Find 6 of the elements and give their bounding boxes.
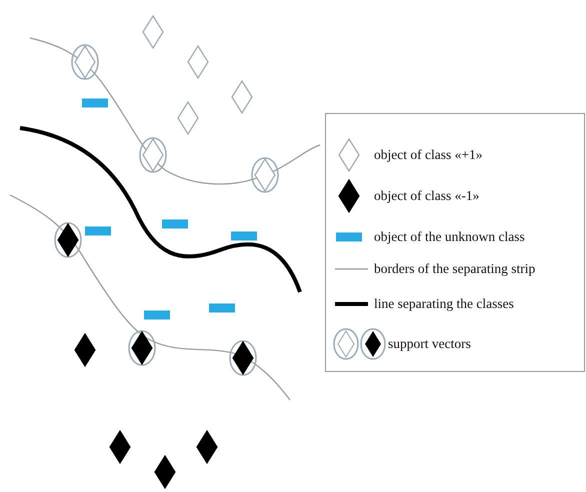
legend-label: object of class «-1» <box>374 188 480 204</box>
legend-label: line separating the classes <box>374 296 514 312</box>
legend-label: object of class «+1» <box>374 147 482 163</box>
legend-label: object of the unknown class <box>374 229 525 245</box>
legend-label: support vectors <box>388 336 471 352</box>
legend-label: borders of the separating strip <box>374 261 536 277</box>
